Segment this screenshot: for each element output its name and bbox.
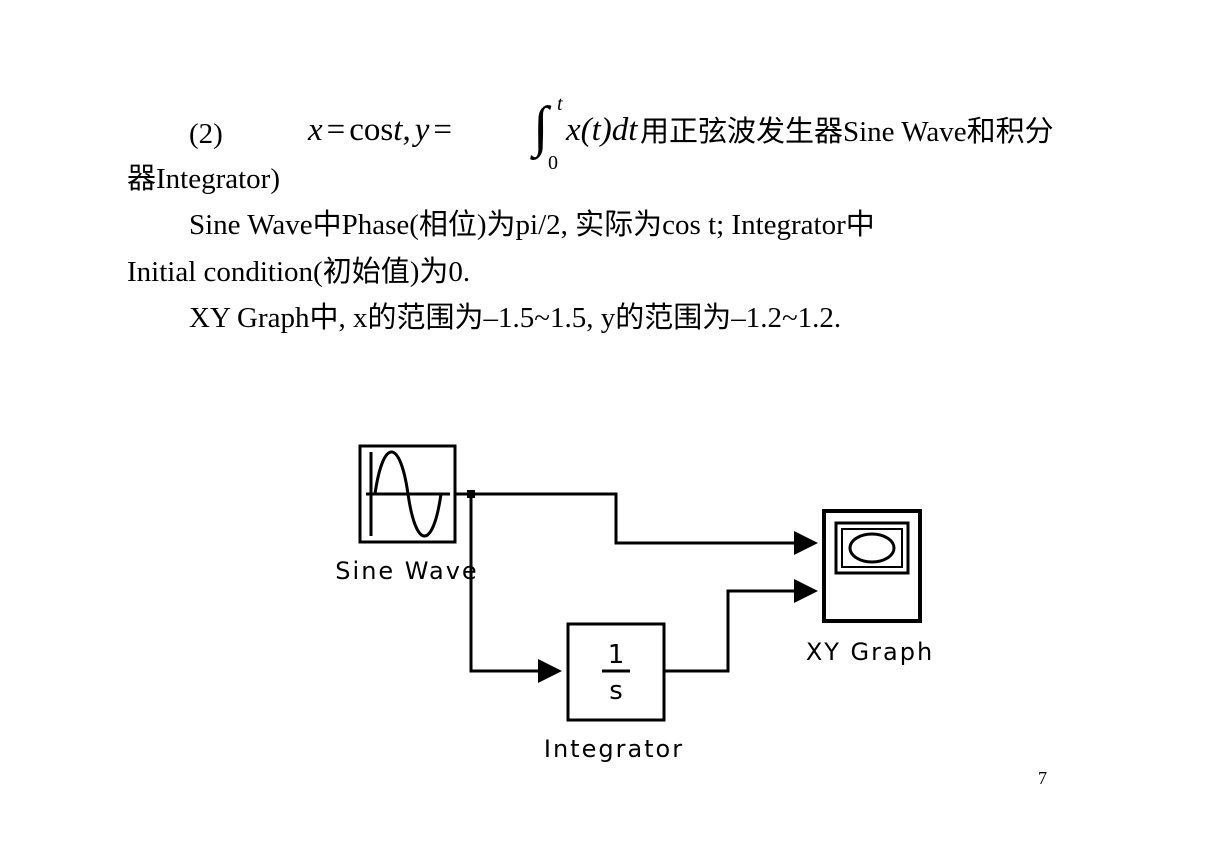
xy-graph-block[interactable] [822,509,922,623]
line3-text: Initial condition(初始值)为0. [127,256,471,288]
integrand: x(t)dt [566,112,638,148]
line1-continuation: 器Integrator) [127,163,280,195]
line2-text: Sine Wave中Phase(相位)为pi/2, 实际为cos t; Inte… [189,209,875,241]
integrator-block[interactable]: 1 s [566,622,666,722]
arrow-integrator-input [538,659,562,683]
formula-eq2: = [433,112,452,148]
branch-point [467,490,475,498]
integral-lower-limit: 0 [548,152,558,174]
line1-text: 用正弦波发生器Sine Wave和积分 [640,116,1054,148]
sine-wave-label: Sine Wave [335,557,478,585]
signal-lines [455,492,796,673]
integral-upper-limit: t [557,93,563,115]
sine-wave-block[interactable] [358,444,457,544]
arrow-xy-input-1 [794,531,818,555]
formula-y: y [414,112,430,148]
integrator-numerator: 1 [608,640,625,670]
formula-t: t [393,112,403,148]
scope-icon [848,532,896,564]
line-integrator-to-xy-y [664,589,796,673]
formula-x: x [308,112,323,148]
integrator-label: Integrator [544,735,684,763]
formula-cos: cos [349,112,394,148]
integrator-denominator: s [609,676,623,706]
line4-text: XY Graph中, x的范围为–1.5~1.5, y的范围为–1.2~1.2. [189,302,842,334]
integral-sign: ∫ [533,96,549,158]
formula: x = cost, y = [308,112,452,149]
sine-wave-icon [373,450,443,538]
line-sine-to-xy-x [455,492,796,545]
formula-comma: , [402,112,411,148]
formula-eq1: = [326,112,346,148]
item-number: (2) [189,118,223,150]
page-number: 7 [1038,768,1047,788]
arrow-xy-input-2 [794,579,818,603]
line-sine-to-integrator [469,494,540,673]
xy-graph-label: XY Graph [806,638,934,666]
